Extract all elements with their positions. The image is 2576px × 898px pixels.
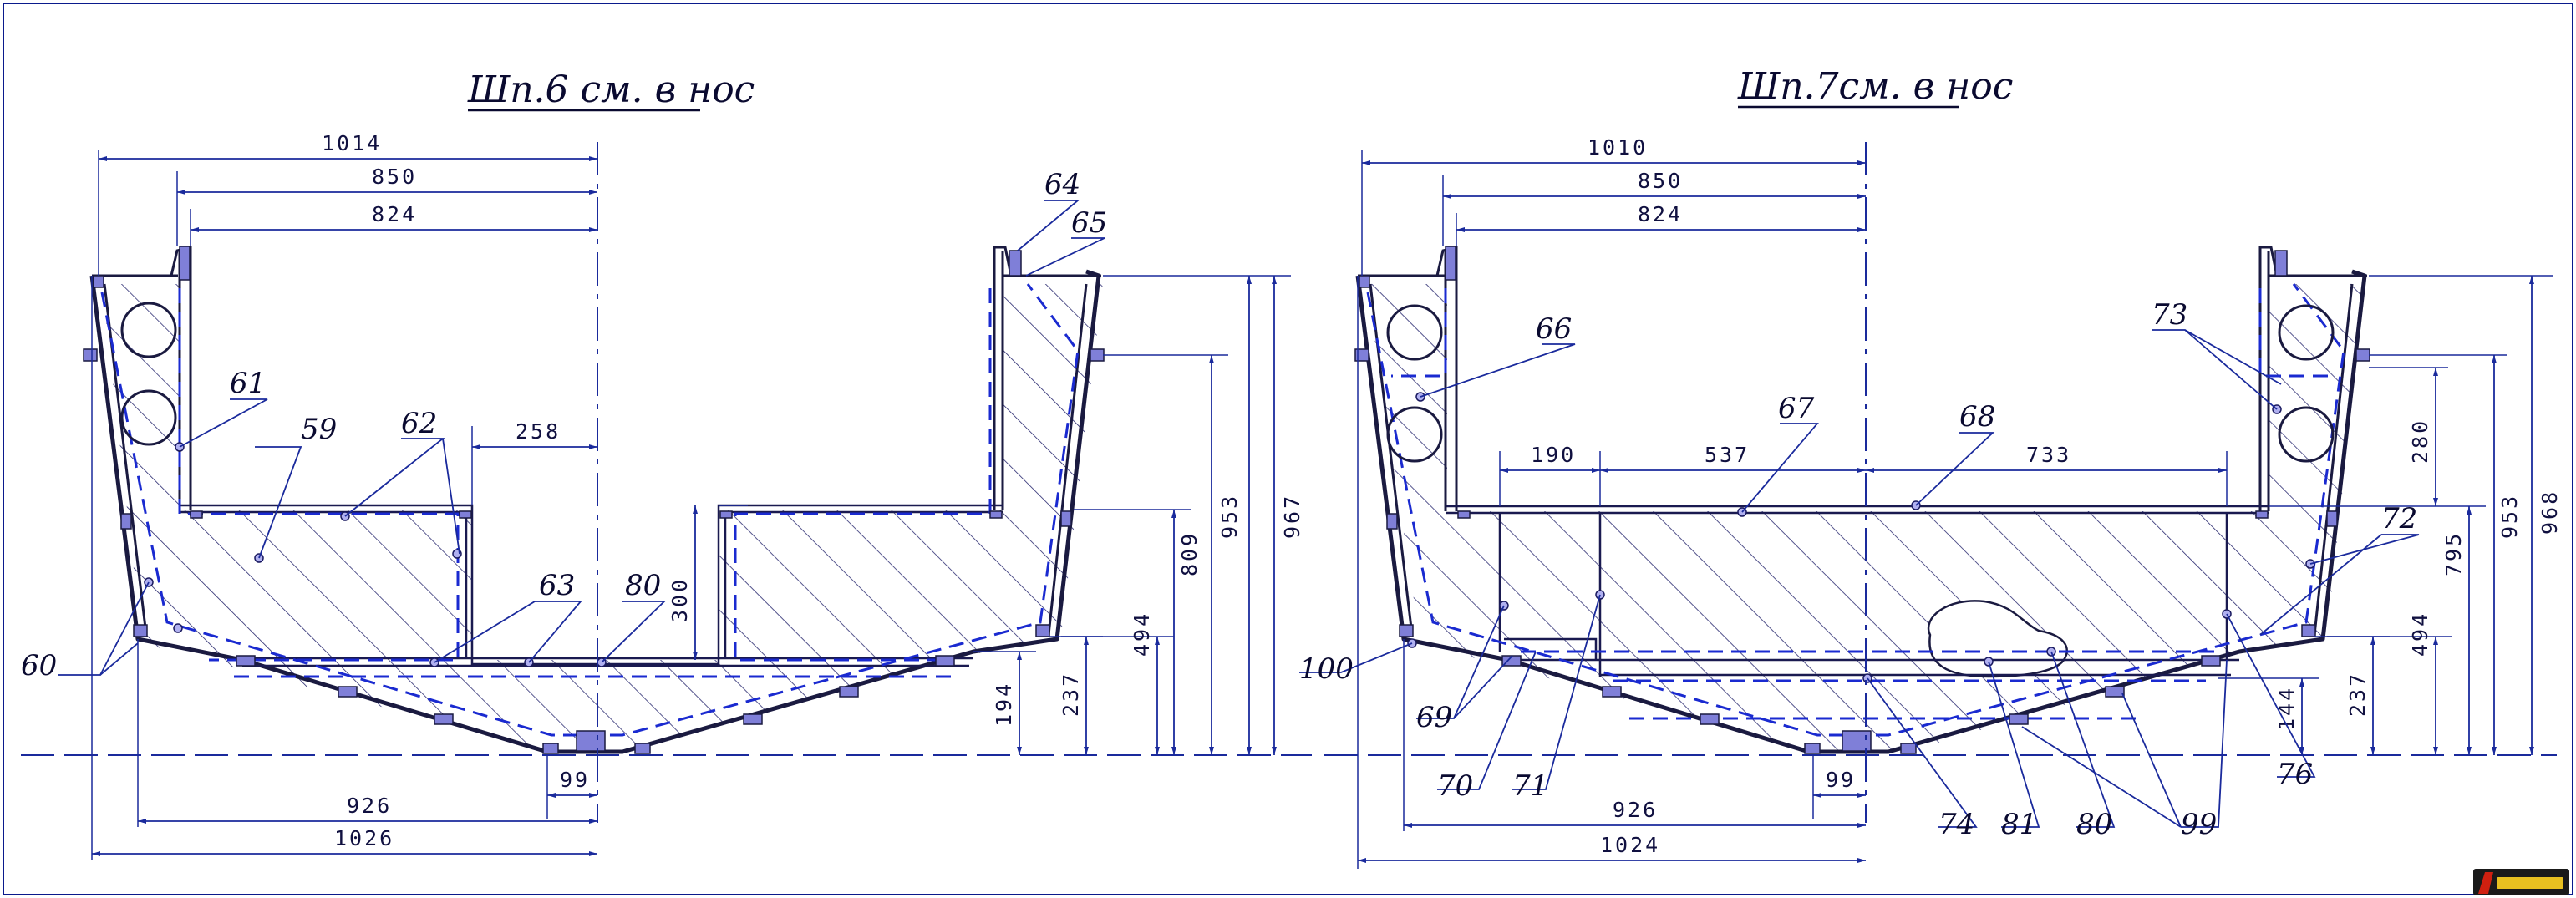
- left-side-inner-r: [1047, 283, 1088, 636]
- right-dim-824: 824: [1638, 202, 1683, 226]
- right-opening-left-upper: [1386, 304, 1443, 361]
- right-dim-537: 537: [1705, 443, 1750, 467]
- left-dashed-inner: [178, 288, 460, 662]
- left-dim-494: 494: [1130, 611, 1154, 657]
- left-label-64: 64: [1044, 168, 1080, 201]
- right-label-80: 80: [2076, 808, 2112, 841]
- right-small-box: [1504, 637, 1598, 660]
- right-plates: [1354, 246, 2370, 754]
- right-dim-1024: 1024: [1600, 833, 1660, 857]
- right-label-76: 76: [2277, 758, 2313, 791]
- left-dim-300: 300: [668, 577, 692, 622]
- right-dim-190: 190: [1531, 443, 1576, 467]
- right-side-inner-r: [2313, 283, 2354, 636]
- left-label-59: 59: [301, 413, 337, 446]
- left-title: Шп.6 см. в нос: [467, 68, 755, 111]
- right-label-72: 72: [2381, 502, 2417, 535]
- right-dim-968: 968: [2538, 490, 2562, 535]
- left-label-60: 60: [21, 649, 57, 682]
- right-opening-right-lower: [2278, 406, 2335, 463]
- right-opening-right-upper: [2278, 304, 2335, 361]
- right-title: Шп.7см. в нос: [1737, 65, 2013, 108]
- right-label-99: 99: [2181, 808, 2217, 841]
- right-dim-733: 733: [2026, 443, 2071, 467]
- right-dim-99: 99: [1826, 768, 1856, 792]
- right-label-81: 81: [2001, 808, 2037, 841]
- right-opening-left-lower: [1386, 406, 1443, 463]
- corner-logo: [2473, 869, 2569, 895]
- left-bulwark-right: [993, 246, 1013, 510]
- right-label-68: 68: [1959, 400, 1995, 434]
- left-vertical-dims: 300 194 237 494 809 953 967: [668, 275, 1304, 755]
- left-hull-shell: [89, 269, 1101, 754]
- left-dim-258: 258: [516, 419, 561, 444]
- right-label-69: 69: [1416, 701, 1452, 734]
- left-section: Шп.6 см. в нос: [21, 68, 1312, 860]
- left-dim-926: 926: [347, 794, 392, 818]
- left-horizontal-dims: 1014 850 824 258 99 926 1026: [91, 131, 597, 860]
- left-dim-194: 194: [992, 682, 1016, 727]
- left-dim-809: 809: [1177, 531, 1202, 576]
- right-dim-795: 795: [2441, 531, 2466, 576]
- left-label-61: 61: [230, 367, 266, 400]
- right-label-71: 71: [1512, 769, 1548, 803]
- left-dim-1026: 1026: [334, 826, 394, 850]
- left-dim-824: 824: [372, 202, 417, 226]
- left-opening-lower: [120, 389, 177, 446]
- right-dim-953: 953: [2497, 494, 2522, 539]
- right-callouts: 66 67 68 69 70 71 72 73 74 76 80: [1299, 298, 2420, 841]
- left-hatched-area: [102, 284, 1103, 752]
- right-dashed-frame: [1366, 283, 2345, 737]
- right-label-100: 100: [1299, 652, 1354, 686]
- left-deck-line: [180, 504, 1003, 666]
- right-dim-1010: 1010: [1588, 135, 1648, 160]
- left-dim-99: 99: [560, 768, 590, 792]
- right-dim-237: 237: [2345, 672, 2370, 717]
- left-dim-953: 953: [1217, 494, 1242, 539]
- left-opening-upper: [120, 302, 177, 358]
- left-callouts: 59 60 61 62 63 80 64 65: [21, 168, 1107, 682]
- right-dim-494: 494: [2408, 611, 2432, 657]
- left-dashed-inner-r: [734, 288, 992, 662]
- right-bulwark-right: [2258, 246, 2279, 511]
- right-horizontal-dims: 1010 850 824 190 537 733 99 926 10: [1357, 135, 2228, 869]
- left-dim-850: 850: [372, 165, 417, 189]
- right-label-66: 66: [1536, 312, 1572, 346]
- left-label-65: 65: [1071, 206, 1107, 240]
- left-plates: [83, 246, 1105, 754]
- right-dashed-inner-r: [2258, 288, 2331, 378]
- left-dim-237: 237: [1059, 672, 1083, 717]
- left-dim-967: 967: [1280, 494, 1304, 539]
- right-section: Шп.7см. в нос: [1299, 65, 2562, 869]
- right-label-70: 70: [1437, 769, 1473, 803]
- right-label-67: 67: [1778, 392, 1815, 425]
- right-label-73: 73: [2152, 298, 2187, 332]
- left-label-80: 80: [625, 569, 661, 602]
- right-dim-926: 926: [1613, 798, 1658, 822]
- left-dim-1014: 1014: [322, 131, 382, 155]
- right-dashed-inner: [1391, 288, 1447, 378]
- right-label-74: 74: [1938, 808, 1974, 841]
- right-dim-850: 850: [1638, 169, 1683, 193]
- drawing-frame: [3, 3, 2573, 895]
- right-hull-shell: [1355, 269, 2367, 754]
- left-label-62: 62: [401, 407, 437, 440]
- right-dim-280: 280: [2408, 419, 2432, 464]
- left-dashed-frame: [100, 283, 1080, 737]
- left-label-63: 63: [539, 569, 575, 602]
